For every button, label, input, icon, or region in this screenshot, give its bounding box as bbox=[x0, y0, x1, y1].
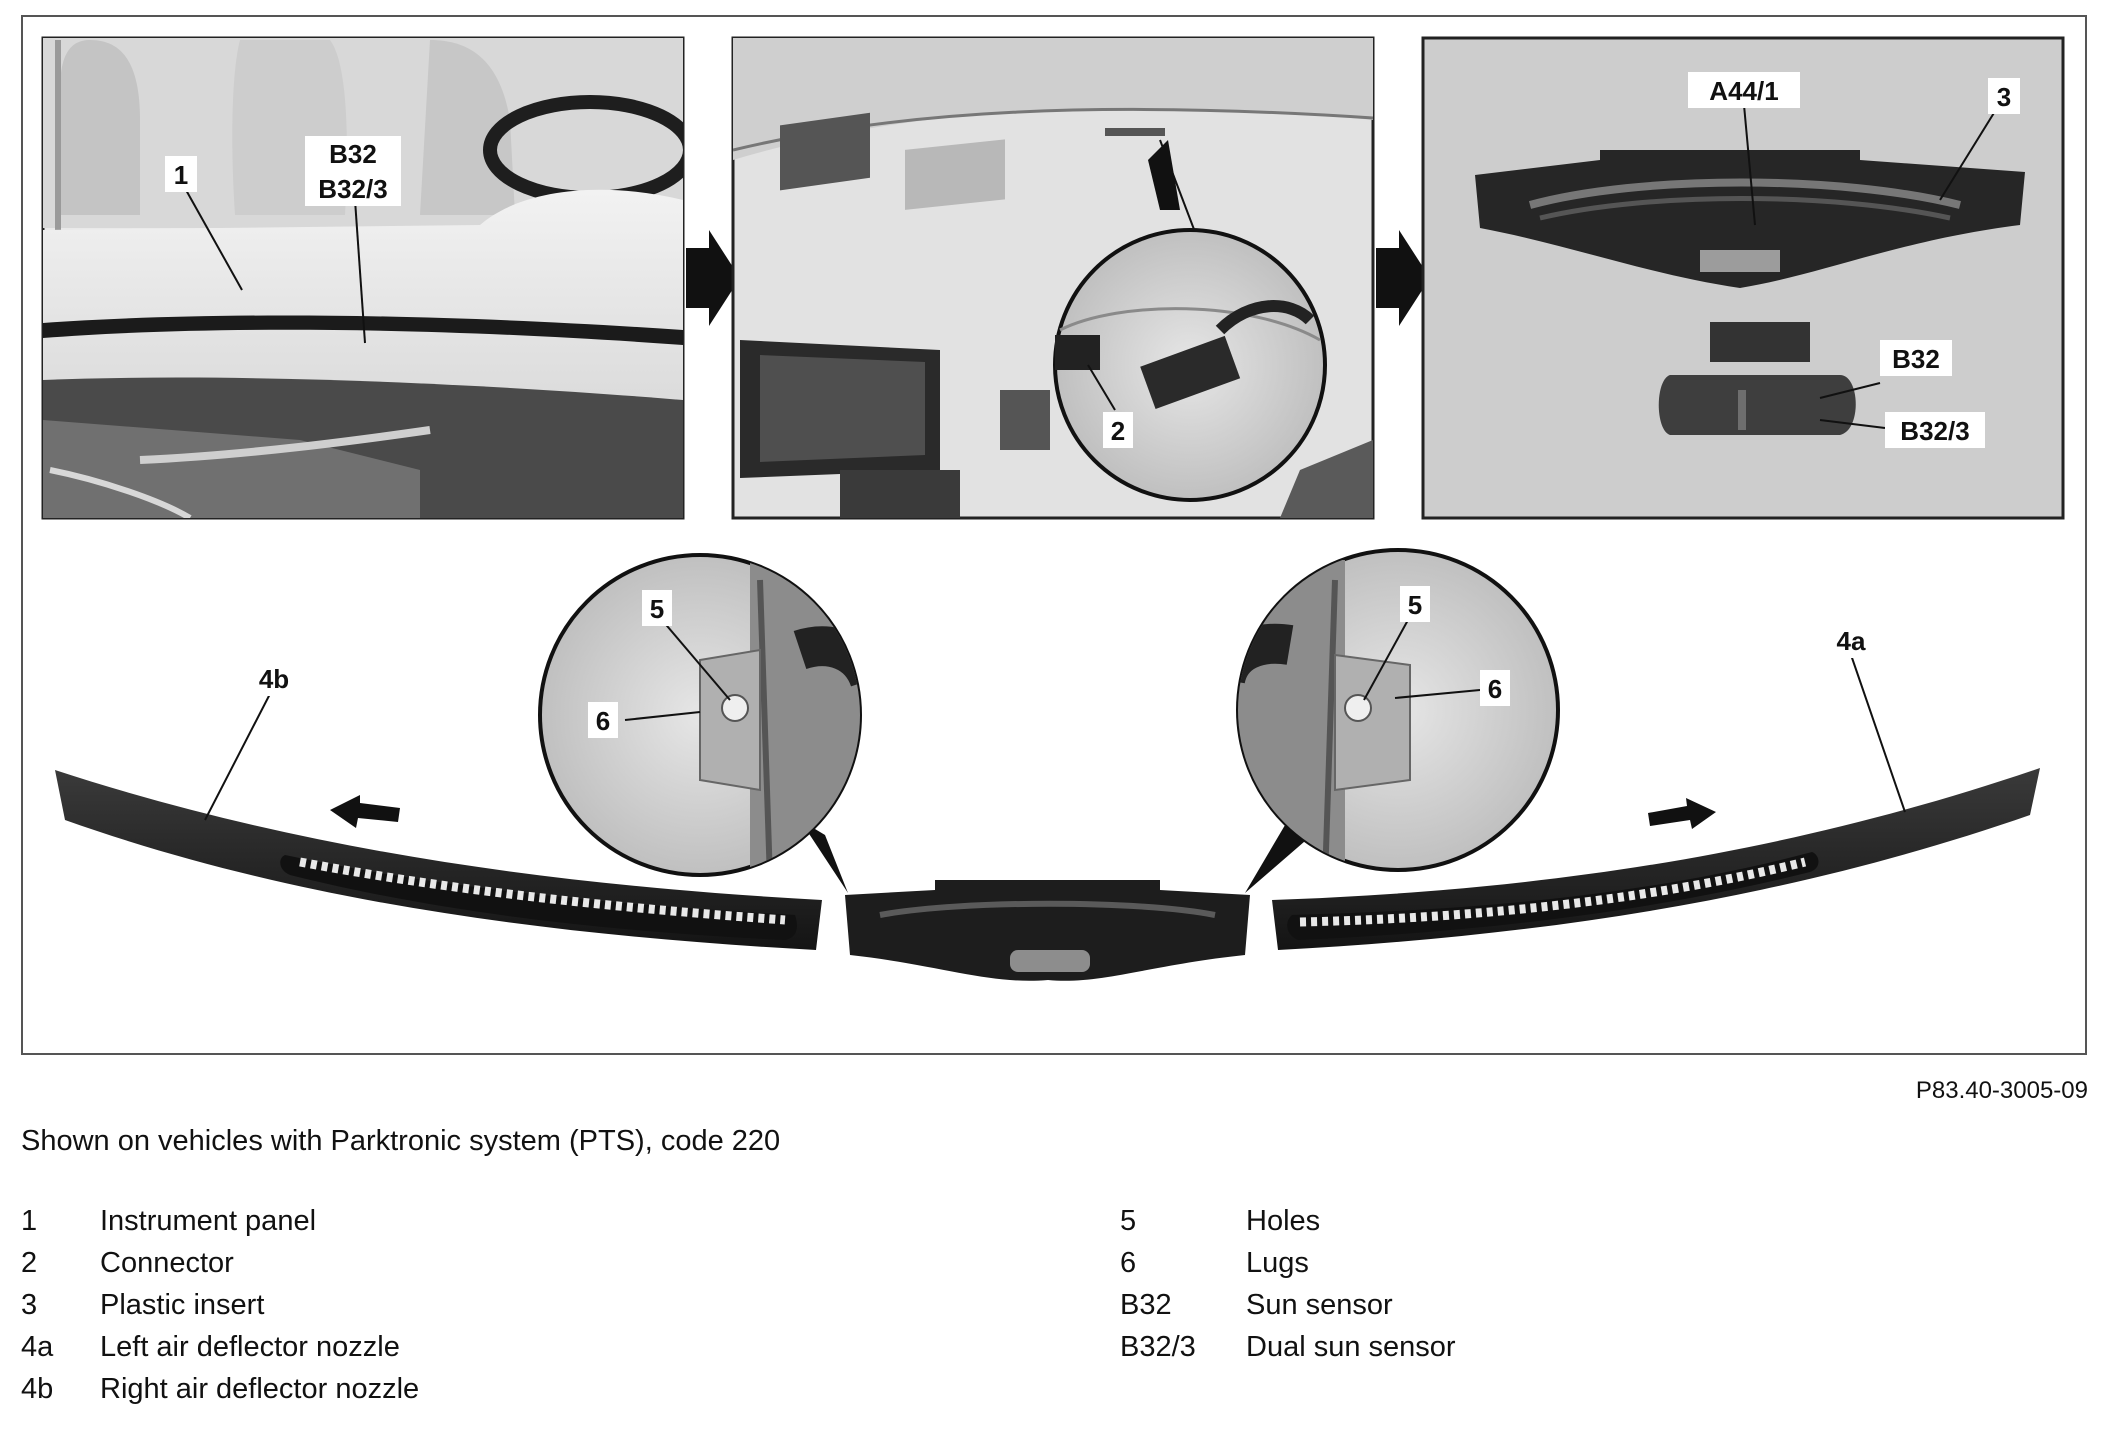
legend-item: 5 Holes bbox=[1120, 1205, 1456, 1247]
arrow-right-icon-3 bbox=[1648, 798, 1716, 829]
label-2: 2 bbox=[1111, 416, 1125, 446]
legend-desc: Dual sun sensor bbox=[1246, 1331, 1456, 1363]
photo-plastic-insert: A44/1 3 B32 B32/3 bbox=[1421, 36, 2065, 520]
legend-key: 5 bbox=[1120, 1205, 1137, 1237]
label-b32-panel1: B32 bbox=[329, 139, 377, 169]
label-5-left: 5 bbox=[650, 594, 664, 624]
label-3: 3 bbox=[1997, 82, 2011, 112]
label-4a: 4a bbox=[1837, 626, 1866, 656]
legend-desc: Instrument panel bbox=[100, 1205, 317, 1237]
label-b32-3-panel3: B32/3 bbox=[1900, 416, 1969, 446]
arrow-left-icon bbox=[330, 795, 400, 828]
legend-desc: Plastic insert bbox=[100, 1289, 265, 1321]
label-4b: 4b bbox=[259, 664, 289, 694]
legend-key: 3 bbox=[21, 1289, 38, 1321]
legend-desc: Lugs bbox=[1246, 1247, 1309, 1279]
legend-item: 2 Connector bbox=[21, 1247, 419, 1289]
legend-item: B32 Sun sensor bbox=[1120, 1289, 1456, 1331]
photo-connector: 2 bbox=[731, 36, 1375, 520]
air-deflector-assembly: 4b 4a bbox=[55, 622, 2040, 981]
legend-item: 4b Right air deflector nozzle bbox=[21, 1373, 419, 1415]
legend-left: 1 Instrument panel 2 Connector 3 Plastic in… bbox=[21, 1205, 419, 1415]
legend-key: B32/3 bbox=[1120, 1331, 1196, 1363]
photo-instrument-panel: 1 B32 B32/3 bbox=[41, 36, 685, 520]
label-6-left: 6 bbox=[596, 706, 610, 736]
arrow-right-icon-2 bbox=[1376, 230, 1430, 326]
label-5-right: 5 bbox=[1408, 590, 1422, 620]
label-b32-panel3: B32 bbox=[1892, 344, 1940, 374]
legend-key: 2 bbox=[21, 1247, 38, 1279]
label-6-right: 6 bbox=[1488, 674, 1502, 704]
label-1: 1 bbox=[174, 160, 188, 190]
legend-item: 6 Lugs bbox=[1120, 1247, 1456, 1289]
figure-caption: Shown on vehicles with Parktronic system… bbox=[21, 1125, 781, 1157]
figure-reference: P83.40-3005-09 bbox=[1915, 1077, 2088, 1104]
legend-item: 4a Left air deflector nozzle bbox=[21, 1331, 419, 1373]
legend-right: 5 Holes 6 Lugs B32 Sun sensor B32/3 Dual sun… bbox=[1120, 1205, 1456, 1373]
legend-key: 6 bbox=[1120, 1247, 1137, 1279]
legend-key: 4b bbox=[21, 1373, 54, 1405]
legend-desc: Holes bbox=[1246, 1205, 1321, 1237]
legend-item: 3 Plastic insert bbox=[21, 1289, 419, 1331]
legend-desc: Connector bbox=[100, 1247, 234, 1279]
label-a44-1: A44/1 bbox=[1709, 76, 1778, 106]
legend-item: 1 Instrument panel bbox=[21, 1205, 419, 1247]
legend-item: B32/3 Dual sun sensor bbox=[1120, 1331, 1456, 1373]
legend-desc: Sun sensor bbox=[1246, 1289, 1393, 1321]
legend-desc: Left air deflector nozzle bbox=[100, 1331, 400, 1363]
detail-holes-lugs-right: 5 6 bbox=[1236, 548, 1560, 893]
detail-holes-lugs-left: 5 6 bbox=[538, 553, 862, 893]
legend-key: 4a bbox=[21, 1331, 54, 1363]
legend-desc: Right air deflector nozzle bbox=[100, 1373, 420, 1405]
arrow-right-icon bbox=[686, 230, 740, 326]
legend-key: B32 bbox=[1120, 1289, 1172, 1321]
label-b32-3-panel1: B32/3 bbox=[318, 174, 387, 204]
legend-key: 1 bbox=[21, 1205, 38, 1237]
